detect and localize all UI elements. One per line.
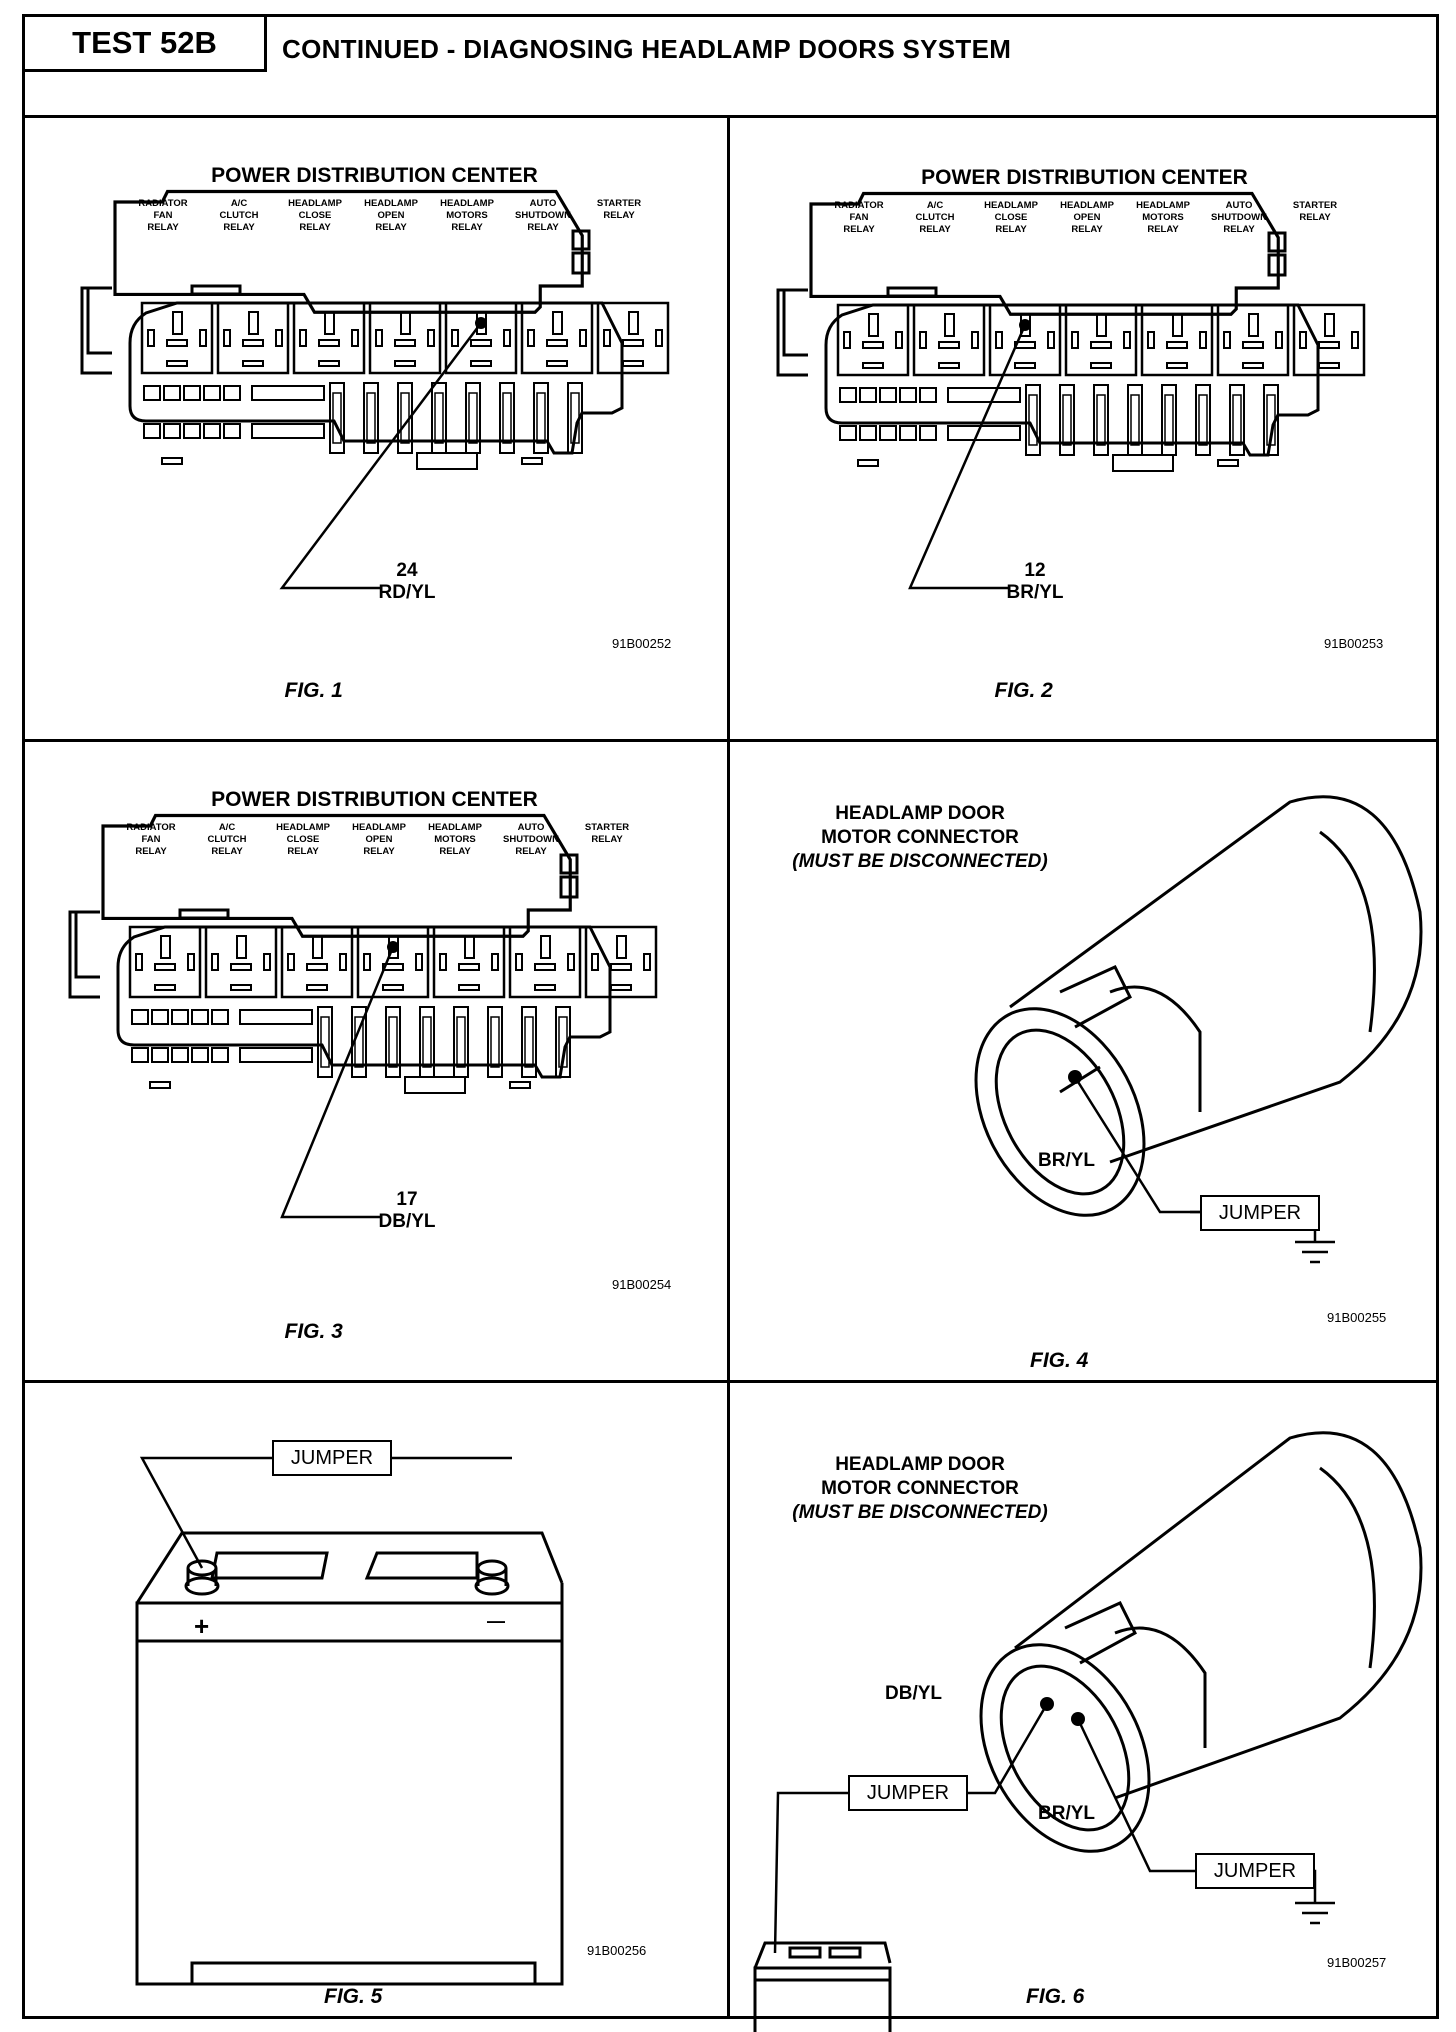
fig5-jumper-wire bbox=[139, 1456, 272, 1569]
fig1-relay-label-7: STARTER RELAY bbox=[596, 198, 642, 221]
fig1-wire-color: RD/YL bbox=[378, 582, 436, 603]
fig4-wire-label: BR/YL bbox=[1038, 1150, 1095, 1171]
fig1-relay-label-6: AUTO SHUTDOWN RELAY bbox=[515, 198, 571, 233]
positive-terminal-label: + bbox=[194, 1611, 210, 1641]
fig6-wire-a-line bbox=[960, 1703, 1049, 1795]
fig1-code: 91B00252 bbox=[612, 636, 672, 651]
fig2-caption: FIG. 2 bbox=[994, 679, 1053, 702]
fig4-title: HEADLAMP DOOR MOTOR CONNECTOR (MUST BE D… bbox=[750, 802, 1090, 874]
fig6-code: 91B00257 bbox=[1327, 1955, 1387, 1970]
fig4-title-line2: MOTOR CONNECTOR bbox=[821, 827, 1019, 848]
fig3-pdc-drawing bbox=[68, 813, 658, 1219]
fig2-relay-label-7: STARTER RELAY bbox=[1292, 200, 1338, 223]
fig6-note: (MUST BE DISCONNECTED) bbox=[792, 1502, 1048, 1523]
page-frame bbox=[22, 14, 1439, 2019]
fig5-code: 91B00256 bbox=[587, 1943, 647, 1958]
fig6-jumper-a-box: JUMPER bbox=[848, 1775, 968, 1811]
fig6-wire-b-line bbox=[1076, 1718, 1195, 1873]
fig3-relay-label-2: A/C CLUTCH RELAY bbox=[207, 822, 247, 857]
fig3-relay-label-4: HEADLAMP OPEN RELAY bbox=[352, 822, 406, 857]
fig3-leader-line bbox=[280, 946, 395, 1219]
fig2-relay-label-4: HEADLAMP OPEN RELAY bbox=[1060, 200, 1114, 235]
fig4-wire-line bbox=[1073, 1076, 1200, 1214]
fig6-title-line2: MOTOR CONNECTOR bbox=[821, 1478, 1019, 1499]
fig1-cavity-number: 24 bbox=[396, 560, 418, 581]
fig2-cavity-number: 12 bbox=[1024, 560, 1046, 581]
fig5-jumper-box: JUMPER bbox=[272, 1440, 392, 1476]
row-divider-1 bbox=[22, 739, 1439, 742]
fig4-jumper-box: JUMPER bbox=[1200, 1195, 1320, 1231]
fig5-battery-drawing bbox=[135, 1456, 564, 1986]
fig6-title-line1: HEADLAMP DOOR bbox=[835, 1454, 1005, 1475]
fig1-pdc-title: POWER DISTRIBUTION CENTER bbox=[211, 164, 538, 187]
fig6-caption: FIG. 6 bbox=[1026, 1985, 1085, 2008]
fig3-code: 91B00254 bbox=[612, 1277, 672, 1292]
fig3-relay-label-5: HEADLAMP MOTORS RELAY bbox=[428, 822, 482, 857]
fig2-wire-color: BR/YL bbox=[1006, 582, 1064, 603]
page-title: CONTINUED - DIAGNOSING HEADLAMP DOORS SY… bbox=[282, 34, 1012, 64]
fig3-relay-label-7: STARTER RELAY bbox=[584, 822, 630, 845]
fig1-caption: FIG. 1 bbox=[284, 679, 343, 702]
fig4-code: 91B00255 bbox=[1327, 1310, 1387, 1325]
fig1-relay-label-5: HEADLAMP MOTORS RELAY bbox=[440, 198, 494, 233]
fig6-jumper-b-box: JUMPER bbox=[1195, 1853, 1315, 1889]
fig6-wire-b-label: BR/YL bbox=[1038, 1803, 1095, 1824]
fig3-relay-label-3: HEADLAMP CLOSE RELAY bbox=[276, 822, 330, 857]
fig1-pdc-drawing bbox=[80, 189, 670, 590]
fig6-panel: HEADLAMP DOOR MOTOR CONNECTOR (MUST BE D… bbox=[730, 1383, 1439, 2032]
fig2-pdc-title: POWER DISTRIBUTION CENTER bbox=[921, 166, 1248, 189]
header-divider bbox=[22, 115, 1439, 118]
fig3-relay-label-6: AUTO SHUTDOWN RELAY bbox=[503, 822, 559, 857]
fig6-title: HEADLAMP DOOR MOTOR CONNECTOR (MUST BE D… bbox=[750, 1453, 1090, 1525]
fig3-wire-color: DB/YL bbox=[378, 1211, 436, 1232]
fig2-pdc-drawing bbox=[776, 191, 1366, 590]
fig2-relay-label-3: HEADLAMP CLOSE RELAY bbox=[984, 200, 1038, 235]
fig3-cavity-number: 17 bbox=[396, 1189, 418, 1210]
negative-terminal-label: — bbox=[487, 1611, 505, 1631]
fig5-caption: FIG. 5 bbox=[324, 1985, 383, 2008]
fig1-relay-label-2: A/C CLUTCH RELAY bbox=[219, 198, 259, 233]
test-label: TEST 52B bbox=[22, 14, 267, 72]
fig4-caption: FIG. 4 bbox=[1030, 1349, 1089, 1372]
fig2-relay-label-2: A/C CLUTCH RELAY bbox=[915, 200, 955, 235]
fig4-connector-drawing bbox=[974, 795, 1423, 1264]
fig4-title-line1: HEADLAMP DOOR bbox=[835, 803, 1005, 824]
fig2-code: 91B00253 bbox=[1324, 636, 1384, 651]
fig2-leader-line bbox=[908, 324, 1027, 590]
fig3-caption: FIG. 3 bbox=[284, 1320, 343, 1343]
fig4-note: (MUST BE DISCONNECTED) bbox=[792, 851, 1048, 872]
fig1-relay-label-4: HEADLAMP OPEN RELAY bbox=[364, 198, 418, 233]
row-divider-2 bbox=[22, 1380, 1439, 1383]
fig1-leader-line bbox=[279, 322, 482, 590]
fig2-relay-label-5: HEADLAMP MOTORS RELAY bbox=[1136, 200, 1190, 235]
fig1-relay-label-3: HEADLAMP CLOSE RELAY bbox=[288, 198, 342, 233]
column-divider bbox=[727, 115, 730, 2019]
fig4-panel: HEADLAMP DOOR MOTOR CONNECTOR (MUST BE D… bbox=[730, 742, 1439, 1380]
fig3-pdc-title: POWER DISTRIBUTION CENTER bbox=[211, 788, 538, 811]
fig2-relay-label-6: AUTO SHUTDOWN RELAY bbox=[1211, 200, 1267, 235]
fig6-wire-a-label: DB/YL bbox=[885, 1683, 942, 1704]
fig6-connector-drawing bbox=[753, 1431, 1423, 2032]
fig5-panel: JUMPER + — 91B00256 FIG. 5 bbox=[22, 1383, 727, 2019]
